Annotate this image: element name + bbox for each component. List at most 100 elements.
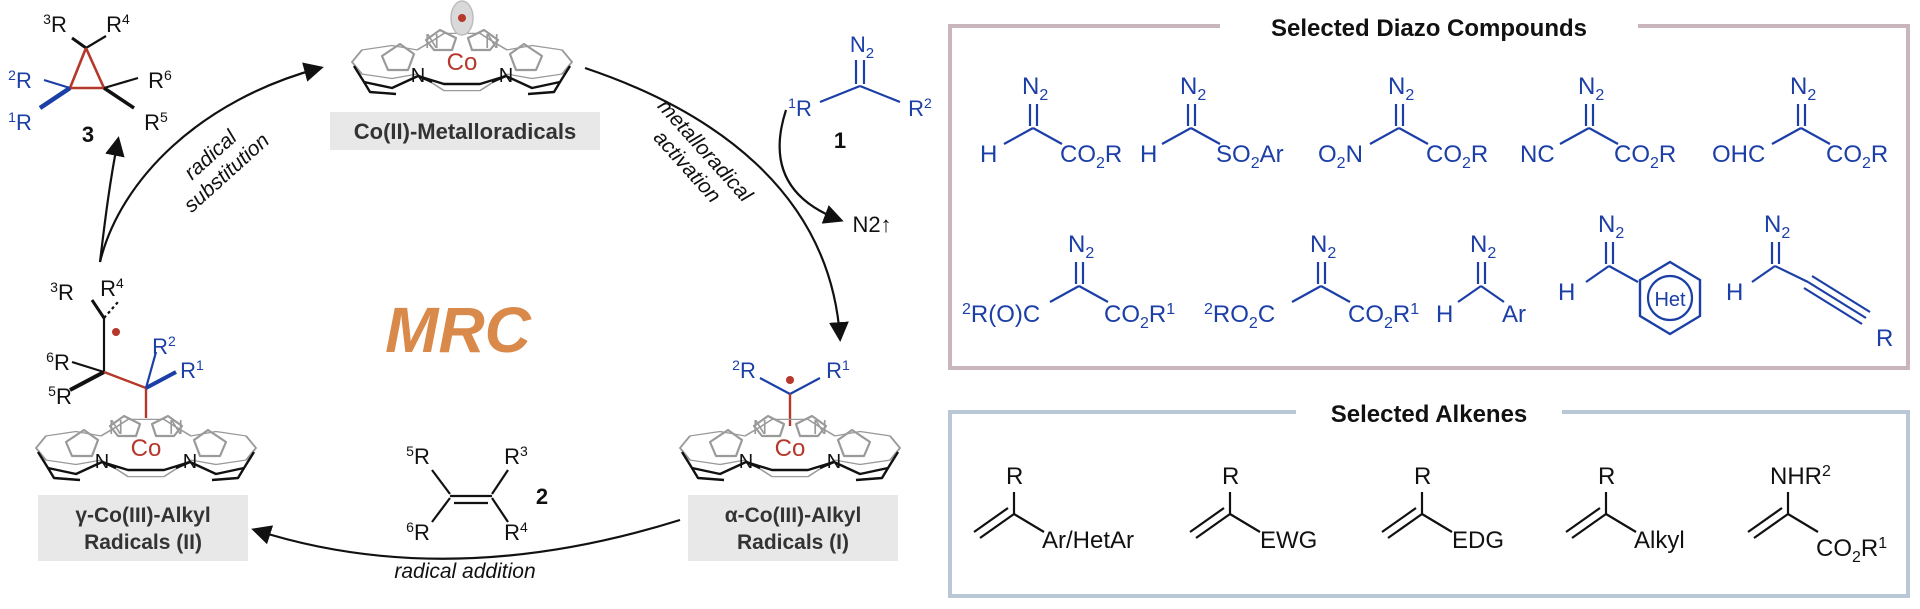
svg-text:R: R (1598, 463, 1615, 490)
svg-text:EWG: EWG (1260, 527, 1317, 554)
svg-text:R: R (1414, 463, 1431, 490)
alkene-item: NHR2 CO2R1 (1747, 463, 1887, 566)
diazo-item: N2 O2N CO2R (1318, 73, 1488, 172)
gamma-label-line2: Radicals (II) (84, 531, 202, 554)
svg-text:3R: 3R (43, 11, 67, 37)
diazo-item: N2 NC CO2R (1520, 73, 1676, 172)
svg-text:N2: N2 (1022, 73, 1048, 104)
alpha-intermediate: 2R R1 (732, 357, 850, 426)
svg-text:2R: 2R (732, 357, 756, 383)
n-atom: N (411, 65, 425, 87)
alkene-compound-2: 5R R3 6R R4 (406, 443, 528, 545)
svg-text:1R: 1R (8, 109, 32, 135)
alkene-box-title: Selected Alkenes (1331, 401, 1528, 428)
svg-text:N2: N2 (1790, 73, 1816, 104)
svg-text:H: H (1140, 141, 1157, 168)
svg-text:5R: 5R (48, 383, 72, 409)
svg-text:OHC: OHC (1712, 141, 1765, 168)
svg-text:H: H (1558, 279, 1575, 306)
diazo-box-title: Selected Diazo Compounds (1271, 15, 1587, 42)
compound-number-1: 1 (834, 128, 846, 153)
svg-text:N2: N2 (1388, 73, 1414, 104)
svg-text:Ar/HetAr: Ar/HetAr (1042, 527, 1134, 554)
svg-text:N: N (183, 451, 197, 473)
compound-number-2: 2 (536, 484, 548, 509)
svg-text:R4: R4 (106, 11, 130, 37)
svg-text:2R: 2R (8, 67, 32, 93)
diazo-item: N2 H SO2Ar (1140, 73, 1284, 172)
svg-text:R: R (1222, 463, 1239, 490)
gamma-label-bg (38, 495, 248, 561)
alkene-item: R EDG (1381, 463, 1504, 554)
diazo-compound-1: N2 1R R2 (788, 32, 932, 121)
n-atom: N (485, 31, 499, 53)
diazo-item: N2 2RO2C CO2R1 (1204, 231, 1419, 332)
svg-text:R4: R4 (100, 275, 124, 301)
svg-text:CO2R1: CO2R1 (1104, 301, 1175, 332)
cyclopropane-product-3: 3R R4 2R 1R R6 R5 (8, 11, 172, 135)
svg-text:O2N: O2N (1318, 141, 1363, 172)
addition-arrow (251, 518, 681, 560)
svg-text:R1: R1 (826, 357, 850, 383)
svg-text:N2: N2 (1180, 73, 1206, 104)
radical-dot-icon (112, 328, 120, 336)
n-atom: N (425, 31, 439, 53)
svg-text:N: N (739, 451, 753, 473)
catalyst-label: Co(II)-Metalloradicals (354, 119, 576, 144)
diazo-item: N2 H R (1726, 211, 1893, 352)
svg-text:H: H (1726, 279, 1743, 306)
alkene-item: R EWG (1189, 463, 1317, 554)
svg-text:N: N (813, 417, 827, 439)
svg-text:N: N (827, 451, 841, 473)
svg-text:NC: NC (1520, 141, 1555, 168)
metal-center: Co (447, 49, 478, 76)
svg-text:CO2R: CO2R (1826, 141, 1888, 172)
svg-text:Het: Het (1654, 289, 1686, 311)
diazo-item: N2 2R(O)C CO2R1 (962, 231, 1175, 332)
svg-text:CO2R: CO2R (1060, 141, 1122, 172)
svg-text:N: N (95, 451, 109, 473)
radical-dot-icon (786, 376, 794, 384)
substitution-arrow-product (98, 136, 125, 263)
svg-text:R3: R3 (504, 443, 528, 469)
svg-text:N: N (169, 417, 183, 439)
svg-text:Alkyl: Alkyl (1634, 527, 1685, 554)
svg-text:1R: 1R (788, 95, 812, 121)
diazo-item: N2 H CO2R (980, 73, 1122, 172)
svg-text:N2: N2 (1470, 231, 1496, 262)
svg-text:2RO2C: 2RO2C (1204, 301, 1275, 332)
alpha-label-bg (688, 495, 898, 561)
svg-text:3R: 3R (50, 279, 74, 305)
step-addition-label: radical addition (394, 560, 535, 583)
svg-text:N: N (753, 417, 767, 439)
compound-number-3: 3 (82, 122, 94, 147)
svg-text:R: R (1006, 463, 1023, 490)
svg-text:N2: N2 (850, 32, 874, 62)
svg-text:N2: N2 (1068, 231, 1094, 262)
catalyst-porphyrin: Co N N N N (350, 0, 574, 96)
radical-dot-icon (458, 14, 466, 22)
diazo-structures: N2 H CO2R N2 H SO2Ar N2 O2N CO2R N2 NC (962, 73, 1893, 352)
hetarene-ring-icon (1638, 260, 1702, 336)
gamma-intermediate: 3R R4 6R 5R R2 R1 (46, 275, 204, 418)
diazo-item: N2 H Ar (1436, 231, 1526, 328)
svg-text:N2: N2 (1578, 73, 1604, 104)
substitution-arrow-upper (98, 62, 324, 263)
svg-text:H: H (980, 141, 997, 168)
svg-text:CO2R: CO2R (1614, 141, 1676, 172)
svg-text:R2: R2 (908, 95, 932, 121)
alpha-label-line1: α-Co(III)-Alkyl (725, 504, 862, 527)
svg-text:5R: 5R (406, 443, 430, 469)
svg-text:EDG: EDG (1452, 527, 1504, 554)
svg-text:CO2R1: CO2R1 (1816, 535, 1887, 566)
n-atom: N (499, 65, 513, 87)
diazo-item: N2 H Het (1558, 211, 1702, 336)
svg-text:N2: N2 (1598, 211, 1624, 242)
step-substitution-label: radical substitution (180, 125, 274, 217)
svg-text:R2: R2 (152, 333, 176, 359)
alkene-structures: R Ar/HetAr R EWG R EDG R (973, 463, 1887, 566)
svg-text:R: R (1876, 325, 1893, 352)
svg-text:H: H (1436, 301, 1453, 328)
cycle-title: MRC (385, 294, 532, 366)
